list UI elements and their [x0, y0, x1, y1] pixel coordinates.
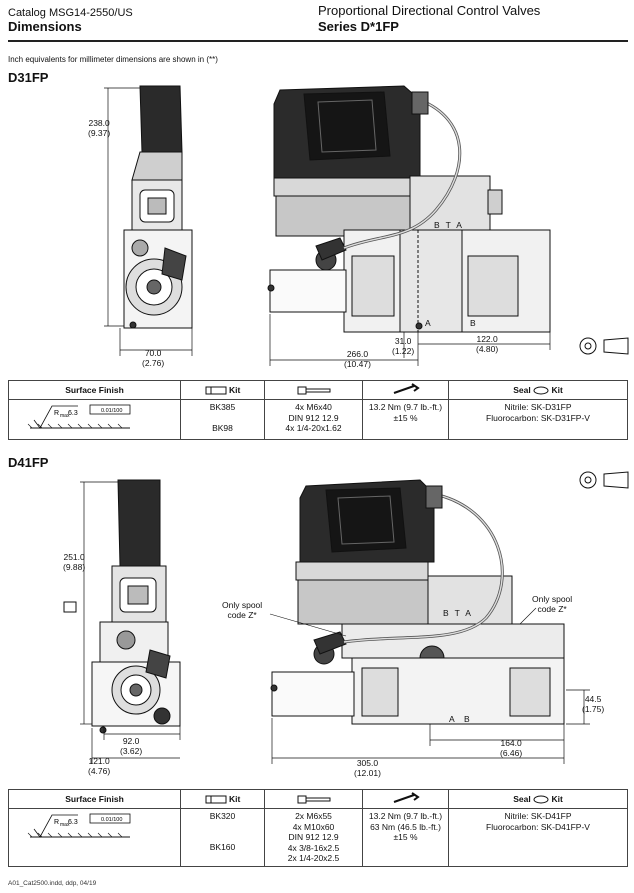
bolt-cell: 4x M6x40 DIN 912 12.9 4x 1/4-20x1.62 — [264, 399, 363, 440]
inch-note: Inch equivalents for millimeter dimensio… — [8, 55, 218, 64]
d41-side-view — [270, 479, 565, 725]
kit-header: Kit — [180, 380, 265, 400]
d31-dimension-lines — [104, 87, 551, 366]
d41-title: D41FP — [8, 455, 49, 470]
product-header: Proportional Directional Control Valves … — [318, 3, 540, 35]
seal-header: Seal Kit — [448, 789, 628, 809]
surface-finish-header: Surface Finish — [8, 380, 181, 400]
footer-note: A01_Cat2500.indd, ddp, 04/19 — [8, 880, 97, 887]
d41-length-dim: 305.0 (12.01) — [354, 758, 381, 778]
d41-spec-table: Surface Finish Kit Seal Kit R max 6. — [8, 789, 628, 867]
d41-dimension-lines — [80, 481, 590, 764]
d31-height-dim: 238.0 (9.37) — [88, 118, 111, 138]
torque-header — [362, 380, 449, 400]
d31-side-view — [267, 85, 551, 333]
torque-wrench-icon — [393, 383, 420, 394]
header-rule — [8, 40, 628, 42]
d31-length-dim: 266.0 (10.47) — [344, 349, 371, 369]
product-name: Proportional Directional Control Valves — [318, 3, 541, 18]
d31-spec-table: Surface Finish Kit Seal Kit R max 6. — [8, 380, 628, 440]
rmax-value: 6.3 — [68, 819, 78, 826]
seal-header: Seal Kit — [448, 380, 628, 400]
bolt-header — [264, 789, 363, 809]
d31-port-labels: BTA — [434, 220, 468, 230]
surface-finish-cell: R max 6.3 0.01/100 — [8, 808, 181, 867]
d31-drawing — [104, 85, 629, 366]
surface-finish-cell: R max 6.3 0.01/100 — [8, 399, 181, 440]
seal-ring-icon — [533, 795, 549, 804]
d31-width-dim: 70.0 (2.76) — [142, 348, 165, 368]
kit-cell: BK385 BK98 — [180, 399, 265, 440]
d31-projection-symbol — [579, 337, 629, 355]
seal-cell: Nitrile: SK-D41FP Fluorocarbon: SK-D41FP… — [448, 808, 628, 867]
kit-icon — [205, 795, 227, 804]
d41-h-dim: 44.5 (1.75) — [582, 694, 605, 714]
rmax-label: R — [54, 410, 59, 417]
rmax-sub: max — [60, 413, 70, 419]
d31-title: D31FP — [8, 70, 49, 85]
flatness-value: 0.01/100 — [101, 408, 122, 414]
torque-header — [362, 789, 449, 809]
d41-drawing — [63, 471, 629, 764]
seal-cell: Nitrile: SK-D31FP Fluorocarbon: SK-D31FP… — [448, 399, 628, 440]
d41-leader-lines — [269, 607, 537, 637]
flatness-value: 0.01/100 — [101, 817, 122, 823]
rmax-label: R — [54, 819, 59, 826]
catalog-number: Catalog MSG14-2550/US — [8, 7, 133, 19]
rmax-value: 6.3 — [68, 410, 78, 417]
rmax-sub: max — [60, 822, 70, 828]
d41-w1-dim: 92.0 (3.62) — [120, 736, 143, 756]
d41-spool-note-right: Only spool code Z* — [532, 594, 573, 614]
surface-finish-symbol: R max 6.3 0.01/100 — [27, 813, 130, 838]
seal-ring-icon — [533, 386, 549, 395]
torque-cell: 13.2 Nm (9.7 lb.-ft.) ±15 % — [362, 399, 449, 440]
d31-front-view — [123, 85, 193, 329]
d41-w2-dim: 121.0 (4.76) — [88, 756, 111, 776]
d31-a-dim: 31.0 (1.22) — [392, 336, 415, 356]
torque-cell: 13.2 Nm (9.7 lb.-ft.) 63 Nm (46.5 lb.-ft… — [362, 808, 449, 867]
series-name: Series D*1FP — [318, 19, 399, 34]
kit-cell: BK320 BK160 — [180, 808, 265, 867]
catalog-header: Catalog MSG14-2550/US Dimensions — [8, 6, 133, 35]
kit-header: Kit — [180, 789, 265, 809]
d41-port-labels: BTA — [443, 608, 477, 618]
d41-port-a: A — [449, 714, 455, 724]
d41-b-dim: 164.0 (6.46) — [500, 738, 523, 758]
bolt-icon — [297, 386, 330, 395]
d31-port-b: B — [470, 318, 476, 328]
d41-projection-symbol — [579, 471, 629, 489]
kit-icon — [205, 386, 227, 395]
surface-finish-symbol: R max 6.3 0.01/100 — [27, 404, 130, 429]
torque-wrench-icon — [393, 792, 420, 803]
d41-front-view — [63, 479, 181, 734]
bolt-header — [264, 380, 363, 400]
d31-port-a: A — [425, 318, 431, 328]
d41-height-dim: 251.0 (9.88) — [63, 552, 86, 572]
d41-port-b: B — [464, 714, 470, 724]
bolt-cell: 2x M6x55 4x M10x60 DIN 912 12.9 4x 3/8-1… — [264, 808, 363, 867]
d41-spool-note-left: Only spool code Z* — [222, 600, 263, 620]
surface-finish-header: Surface Finish — [8, 789, 181, 809]
d31-b-dim: 122.0 (4.80) — [476, 334, 499, 354]
bolt-icon — [297, 795, 330, 804]
section-title: Dimensions — [8, 19, 82, 34]
